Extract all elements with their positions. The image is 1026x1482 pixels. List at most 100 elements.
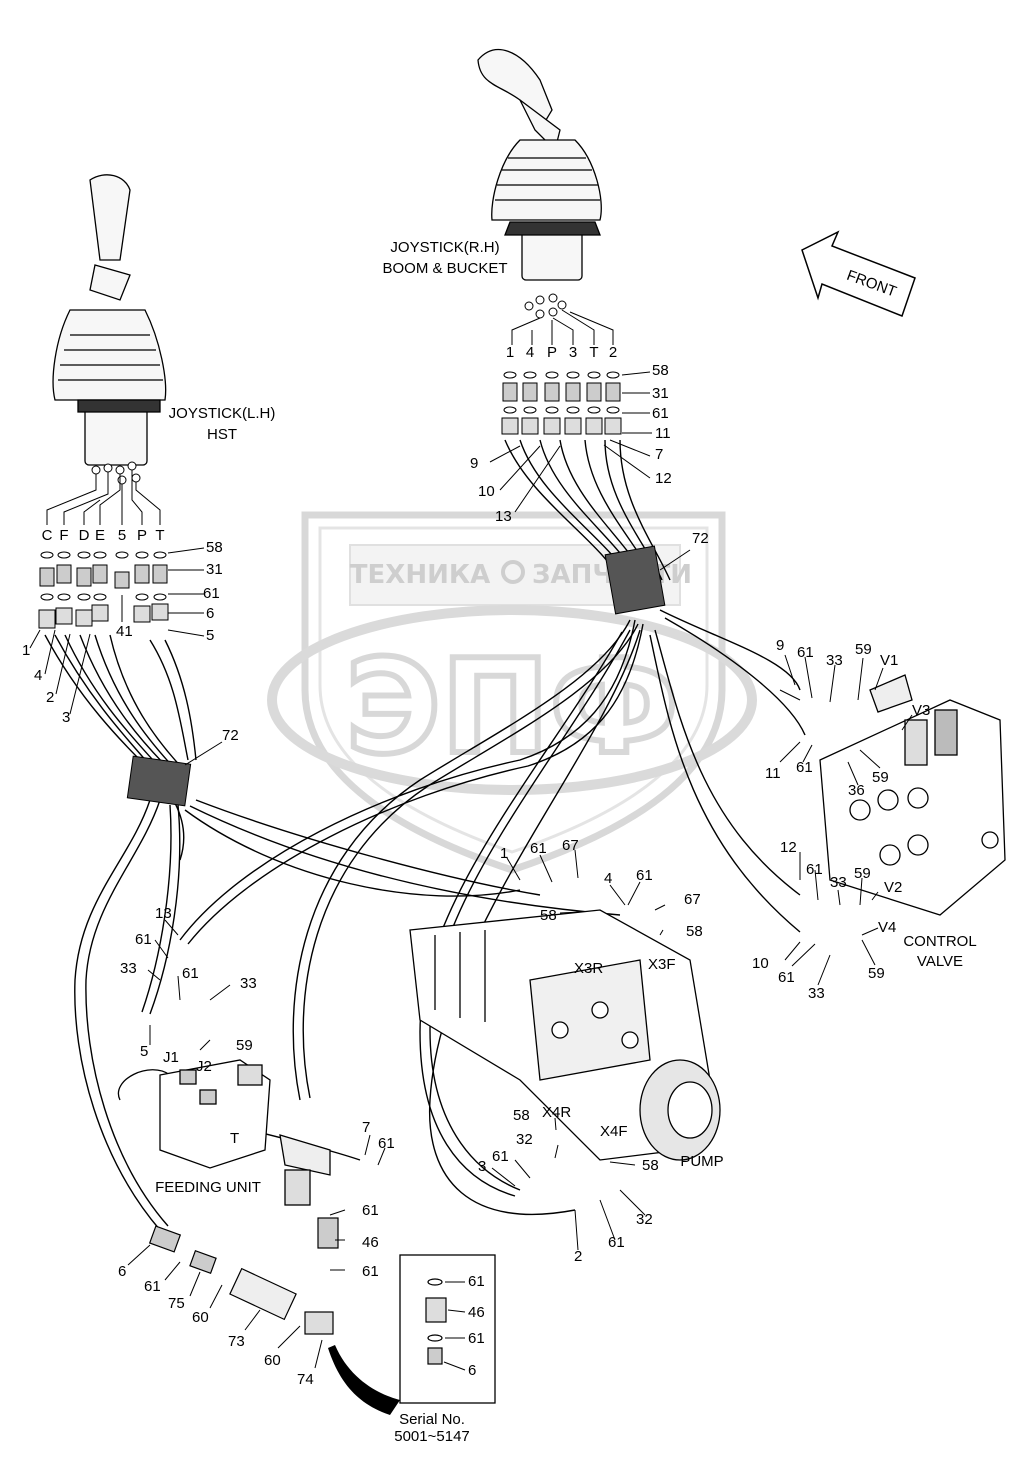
callout: 1 — [500, 845, 508, 862]
rh-port-labels: 1 4 P 3 T 2 — [506, 344, 617, 361]
callout: 72 — [222, 727, 239, 744]
callout: V1 — [880, 652, 898, 669]
inset-callouts: 61 46 61 6 — [443, 1273, 485, 1379]
callout: 59 — [236, 1037, 253, 1054]
callout: 7 — [655, 446, 663, 463]
serial-title: Serial No. — [399, 1411, 465, 1428]
callout: 12 — [780, 839, 797, 856]
callout: 6 — [206, 605, 214, 622]
callout: 2 — [46, 689, 54, 706]
callout: 9 — [776, 637, 784, 654]
callout: 36 — [848, 782, 865, 799]
rh-port-label: P — [547, 344, 557, 361]
callout: 31 — [652, 385, 669, 402]
pump-callouts: 1 61 67 4 61 58 67 58 X3R X3F X4R X4F 58… — [478, 837, 703, 1265]
callout: 13 — [155, 905, 172, 922]
callout: 67 — [562, 837, 579, 854]
rh-fittings — [501, 293, 622, 435]
callout: 1 — [22, 642, 30, 659]
callout: 61 — [796, 759, 813, 776]
callout: 73 — [228, 1333, 245, 1350]
callout: 5 — [206, 627, 214, 644]
lh-port-label: F — [59, 527, 68, 544]
callout: 12 — [655, 470, 672, 487]
rh-port-label: 2 — [609, 344, 617, 361]
lh-fittings — [38, 461, 169, 629]
callout: 59 — [854, 865, 871, 882]
callout: X4F — [600, 1123, 628, 1140]
callout: 58 — [686, 923, 703, 940]
callout: 58 — [642, 1157, 659, 1174]
callout: 7 — [362, 1119, 370, 1136]
callout: 33 — [240, 975, 257, 992]
callout: 2 — [574, 1248, 582, 1265]
callout: J2 — [196, 1058, 212, 1075]
callout: 61 — [468, 1273, 485, 1290]
serial-range: 5001~5147 — [394, 1428, 470, 1445]
callout: 33 — [120, 960, 137, 977]
callout: 6 — [118, 1263, 126, 1280]
callout: 61 — [135, 931, 152, 948]
callout: 3 — [478, 1158, 486, 1175]
callout: 61 — [378, 1135, 395, 1152]
rh-port-label: 4 — [526, 344, 534, 361]
lh-port-label: T — [155, 527, 164, 544]
callout: 10 — [752, 955, 769, 972]
lh-callouts: 58 31 61 6 5 41 1 4 2 3 72 — [22, 539, 239, 766]
joystick-lh — [52, 174, 167, 466]
joystick-lh-subtitle: HST — [207, 426, 237, 443]
callout: 3 — [62, 709, 70, 726]
callout: 61 — [203, 585, 220, 602]
watermark-logo: ЭПФ — [345, 631, 678, 783]
pump-title: PUMP — [680, 1153, 723, 1170]
callout: 74 — [297, 1371, 314, 1388]
callout: 75 — [168, 1295, 185, 1312]
inset-parts — [425, 1278, 447, 1365]
feeding-unit — [117, 1059, 331, 1206]
callout: 32 — [636, 1211, 653, 1228]
callout: 60 — [264, 1352, 281, 1369]
callout: 61 — [636, 867, 653, 884]
callout: T — [230, 1130, 239, 1147]
callout: 61 — [492, 1148, 509, 1165]
clamp-rh — [604, 545, 666, 615]
callout: 61 — [530, 840, 547, 857]
callout: 32 — [516, 1131, 533, 1148]
callout: 61 — [182, 965, 199, 982]
lh-port-label: C — [42, 527, 53, 544]
callout: 11 — [765, 765, 781, 782]
callout: 61 — [652, 405, 669, 422]
watermark-company: ТЕХНИКА — [350, 560, 490, 590]
callout: 5 — [140, 1043, 148, 1060]
callout: 46 — [468, 1304, 485, 1321]
callout: 59 — [872, 769, 889, 786]
callout: 61 — [778, 969, 795, 986]
joystick-rh — [477, 49, 602, 281]
rh-callouts: 58 31 61 11 7 12 9 10 13 72 — [470, 362, 709, 571]
feeding-unit-callouts: 13 61 33 61 33 5 59 J1 J2 T 7 61 61 46 6… — [118, 905, 395, 1388]
control-valve — [819, 674, 1006, 916]
callout: V4 — [878, 919, 896, 936]
joystick-rh-subtitle: BOOM & BUCKET — [382, 260, 507, 277]
lh-port-label: 5 — [118, 527, 126, 544]
callout: 61 — [144, 1278, 161, 1295]
callout: 33 — [808, 985, 825, 1002]
callout: V3 — [912, 702, 930, 719]
control-valve-title: CONTROL — [903, 933, 976, 950]
lh-port-labels: C F D E 5 P T — [42, 527, 165, 544]
rh-port-label: 1 — [506, 344, 514, 361]
callout: 9 — [470, 455, 478, 472]
callout: X3F — [648, 956, 676, 973]
lh-port-label: P — [137, 527, 147, 544]
front-arrow-icon: FRONT — [801, 230, 916, 317]
callout: 33 — [830, 874, 847, 891]
joystick-rh-title: JOYSTICK(R.H) — [390, 239, 499, 256]
callout: 10 — [478, 483, 495, 500]
callout: 6 — [468, 1362, 476, 1379]
callout: 58 — [513, 1107, 530, 1124]
lh-port-label: D — [79, 527, 90, 544]
callout: 41 — [116, 623, 133, 640]
callout: 59 — [868, 965, 885, 982]
